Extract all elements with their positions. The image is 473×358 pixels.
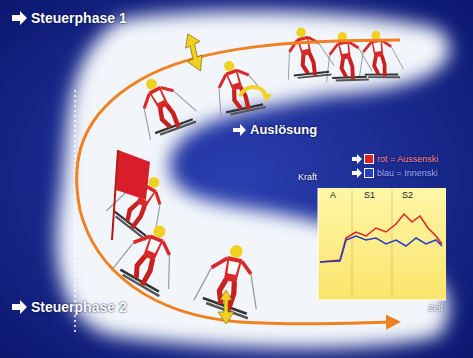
label: Steuerphase 1 — [31, 10, 127, 26]
label: S2 — [402, 190, 413, 200]
legend-swatch — [364, 168, 374, 178]
legend-entry: blau = Innenski — [364, 168, 438, 178]
y-axis — [318, 188, 319, 300]
snow-cloud — [57, 11, 450, 348]
legend-text: rot = Aussenski — [377, 154, 438, 164]
legend-text: blau = Innenski — [377, 168, 438, 178]
x-axis — [318, 300, 446, 301]
legend-entry: rot = Aussenski — [364, 154, 438, 164]
release-arrow — [240, 87, 266, 96]
phase-divider — [352, 190, 353, 298]
skier-figure — [203, 53, 270, 123]
legend-swatch — [364, 154, 374, 164]
bullet-arrows — [12, 11, 362, 314]
skier-figure — [109, 215, 189, 299]
gate-flag — [116, 150, 150, 200]
skier-figure — [277, 22, 336, 85]
label: Auslösung — [250, 122, 317, 137]
skier-figure — [353, 28, 404, 83]
fall-line — [74, 90, 76, 335]
release-arrowhead — [262, 94, 272, 102]
inner-ski-curve — [320, 236, 442, 262]
label: Kraft — [298, 172, 317, 182]
skier-figure — [192, 239, 268, 320]
skier-figure — [318, 28, 373, 87]
outer-ski-curve — [320, 214, 442, 262]
label: A — [330, 190, 336, 200]
phase-divider — [392, 190, 393, 298]
chart-panel — [318, 188, 446, 300]
label: S1 — [364, 190, 375, 200]
label: Steuerphase 2 — [31, 299, 127, 315]
gate-pole — [112, 150, 118, 240]
pressure-arrow — [177, 31, 234, 324]
label: Zeit — [428, 303, 443, 313]
skier-figure — [125, 67, 201, 145]
